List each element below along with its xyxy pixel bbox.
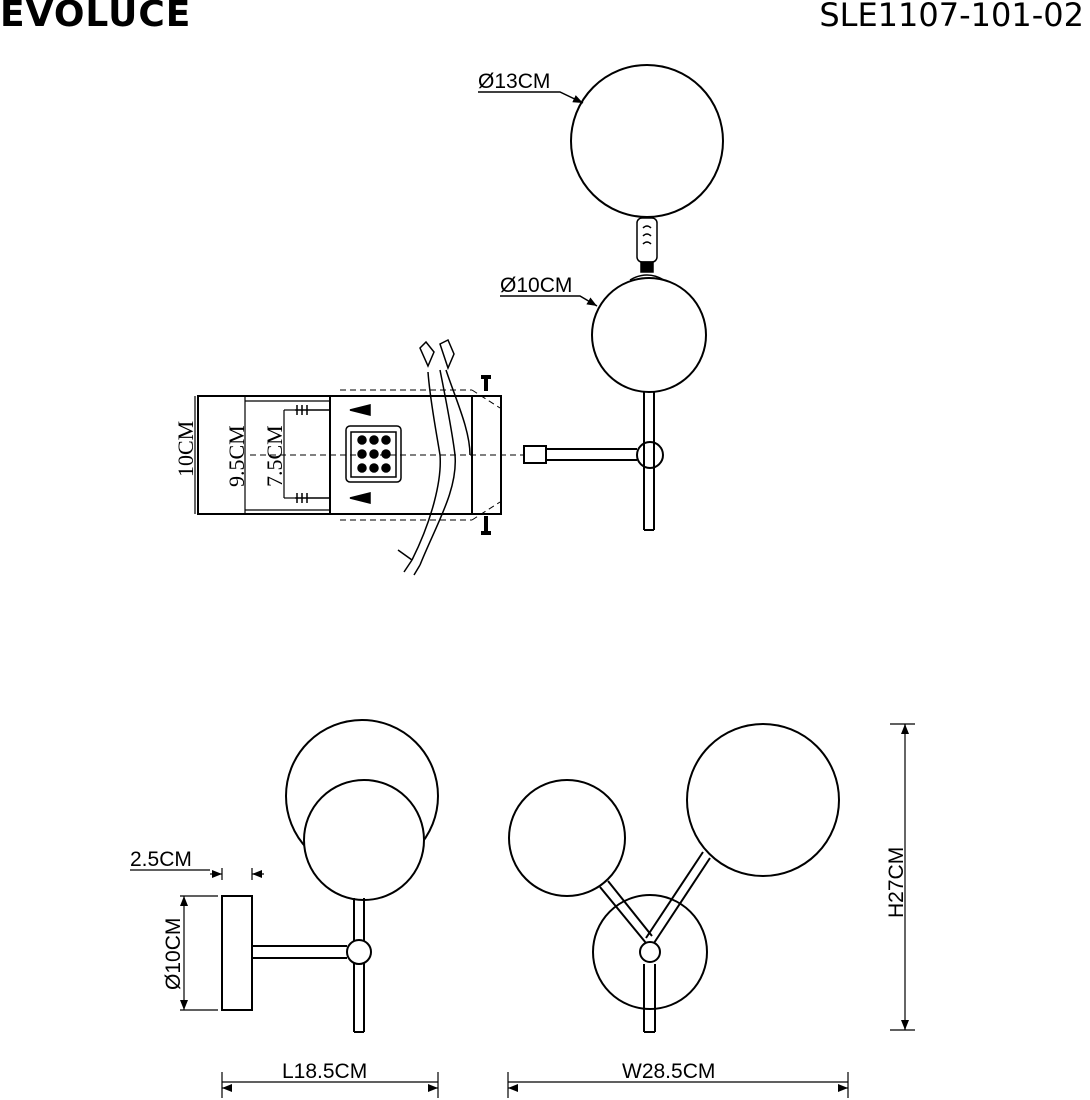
bracket-span-label: 7.5CM (262, 425, 287, 487)
bolt-icon (481, 375, 491, 535)
terminal-block-icon (345, 425, 402, 483)
side-view (130, 719, 439, 1098)
model-number: SLE1107-101-02 (819, 0, 1084, 34)
length-label: L18.5CM (282, 1060, 367, 1083)
side-base (221, 895, 253, 1011)
front-right-globe (686, 723, 840, 877)
side-front-globe (303, 779, 425, 901)
brand-logo: EVOLUCE (0, 0, 192, 35)
front-left-globe (508, 779, 626, 897)
large-globe-diameter-label: Ø13CM (478, 70, 550, 93)
screw-span-label: 9.5CM (224, 425, 249, 487)
g9-bulb-icon (629, 217, 665, 281)
leader-small (500, 295, 598, 307)
small-globe (591, 277, 707, 393)
mount-view (194, 338, 525, 576)
small-globe-diameter-label: Ø10CM (500, 274, 572, 297)
front-view (507, 723, 915, 1098)
height-label: H27CM (885, 847, 908, 918)
base-diameter-label: Ø10CM (162, 918, 185, 990)
base-depth-label: 2.5CM (130, 848, 192, 871)
large-globe (570, 64, 724, 218)
joint-ball (636, 441, 664, 469)
screw-icon (295, 404, 371, 504)
wires-icon (397, 338, 471, 576)
base-height-label: 10CM (173, 421, 198, 477)
front-base-disc (592, 894, 708, 1010)
detail-view (478, 64, 724, 531)
width-label: W28.5CM (622, 1060, 715, 1083)
leader-large (478, 91, 584, 104)
